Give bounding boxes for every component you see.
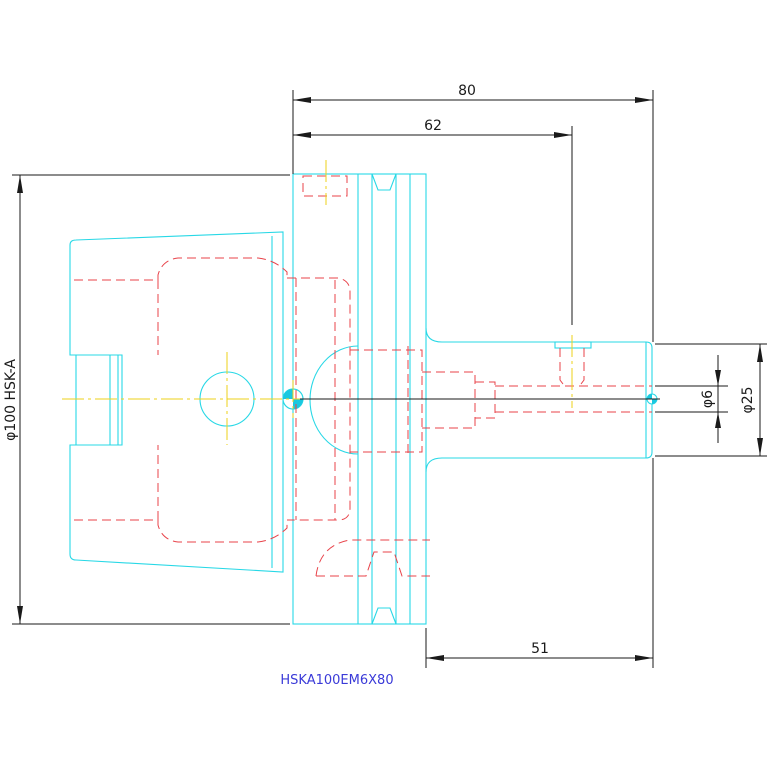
hidden-lines bbox=[74, 175, 652, 577]
dimension-nose-diameter: φ25 bbox=[655, 343, 767, 457]
dimension-text-phi6: φ6 bbox=[700, 390, 716, 408]
dimension-overall-length: 80 bbox=[292, 83, 654, 342]
dimension-text-51: 51 bbox=[531, 641, 549, 657]
nose-body-outline bbox=[425, 327, 653, 473]
dimension-projection-length: 51 bbox=[425, 458, 654, 668]
dimension-text-62: 62 bbox=[424, 118, 442, 134]
dimension-taper-diameter: φ100 HSK-A bbox=[3, 174, 290, 625]
dimension-text-phi25: φ25 bbox=[740, 386, 756, 413]
hsk-shank-outline bbox=[69, 231, 284, 573]
dimension-text-80: 80 bbox=[458, 83, 476, 99]
part-number-label: HSKA100EM6X80 bbox=[280, 673, 393, 688]
dimension-text-phi100: φ100 HSK-A bbox=[3, 359, 19, 441]
dimension-bore-diameter: φ6 bbox=[655, 355, 728, 443]
dimension-arbor-length: 62 bbox=[293, 118, 573, 325]
centerlines bbox=[62, 160, 573, 445]
